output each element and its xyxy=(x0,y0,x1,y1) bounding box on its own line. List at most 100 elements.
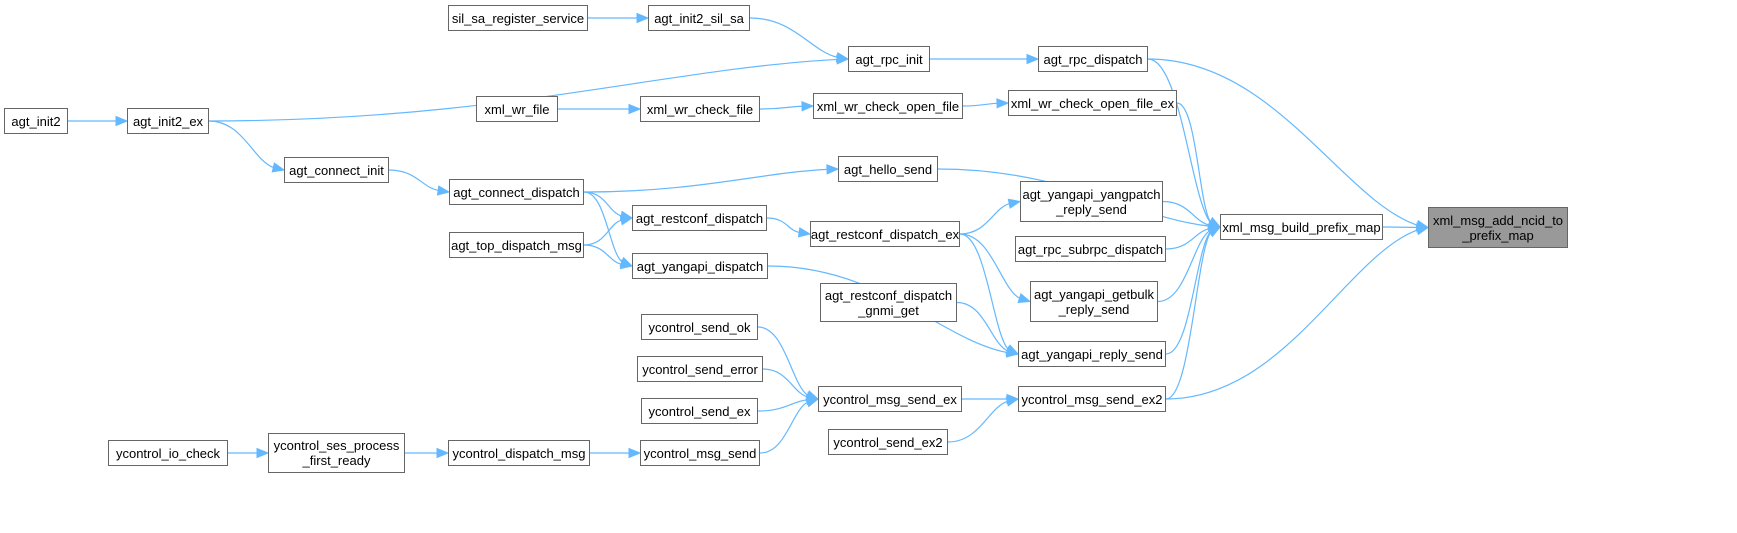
node-agt-init2-sil-sa[interactable]: agt_init2_sil_sa xyxy=(648,5,750,31)
node-agt-hello-send[interactable]: agt_hello_send xyxy=(838,156,938,182)
node-label: agt_init2 xyxy=(11,113,61,129)
node-agt-rpc-subrpc-dispatch[interactable]: agt_rpc_subrpc_dispatch xyxy=(1015,236,1166,262)
edge-agt_rpc_subrpc_dispatch-to-xml_msg_build_prefix_map xyxy=(1165,228,1210,250)
node-xml-wr-file[interactable]: xml_wr_file xyxy=(476,96,558,122)
node-label: ycontrol_ses_process xyxy=(273,438,400,453)
arrowhead-icon xyxy=(636,12,650,24)
edge-ycontrol_send_ex-to-ycontrol_msg_send_ex xyxy=(757,399,808,412)
edge-agt_init2_ex-to-agt_rpc_init xyxy=(208,58,838,122)
arrowhead-icon xyxy=(836,54,850,65)
node-ycontrol-send-ex2[interactable]: ycontrol_send_ex2 xyxy=(828,429,948,455)
arrowhead-icon xyxy=(1007,198,1022,209)
node-label: xml_wr_check_open_file_ex xyxy=(1010,95,1175,111)
node-agt-init2-ex[interactable]: agt_init2_ex xyxy=(127,108,209,134)
edge-agt_yangapi_reply_send-to-xml_msg_build_prefix_map xyxy=(1165,231,1211,355)
edge-agt_rpc_dispatch-to-xml_msg_build_prefix_map xyxy=(1147,58,1211,223)
node-label: agt_yangapi_dispatch xyxy=(636,258,764,274)
node-label: ycontrol_msg_send xyxy=(643,445,757,461)
arrowhead-icon xyxy=(436,185,451,196)
node-ycontrol-msg-send-ex[interactable]: ycontrol_msg_send_ex xyxy=(818,386,962,412)
edge-agt_connect_dispatch-to-agt_hello_send xyxy=(583,168,828,193)
node-label: agt_yangapi_getbulk xyxy=(1034,286,1154,302)
node-label: ycontrol_io_check xyxy=(115,445,221,461)
edge-agt_restconf_dispatch-to-agt_restconf_dispatch_ex xyxy=(766,217,800,234)
node-xml-wr-check-open-file-ex[interactable]: xml_wr_check_open_file_ex xyxy=(1008,90,1177,116)
arrowhead-icon xyxy=(271,162,286,173)
node-agt-init2[interactable]: agt_init2 xyxy=(4,108,68,134)
node-agt-yangapi-dispatch[interactable]: agt_yangapi_dispatch xyxy=(632,253,768,279)
node-ycontrol-ses-process-first-ready[interactable]: ycontrol_ses_process_first_ready xyxy=(268,433,405,473)
node-agt-yangapi-getbulk-reply-send[interactable]: agt_yangapi_getbulk_reply_send xyxy=(1030,281,1158,322)
node-agt-connect-dispatch[interactable]: agt_connect_dispatch xyxy=(449,179,584,205)
arrowhead-icon xyxy=(619,258,634,270)
node-label: agt_restconf_dispatch xyxy=(824,287,953,303)
node-agt-restconf-dispatch[interactable]: agt_restconf_dispatch xyxy=(632,205,767,231)
node-label: agt_hello_send xyxy=(843,161,933,177)
node-label: agt_connect_init xyxy=(289,162,384,178)
node-ycontrol-send-error[interactable]: ycontrol_send_error xyxy=(637,356,763,382)
arrowhead-icon xyxy=(628,447,642,459)
node-agt-rpc-init[interactable]: agt_rpc_init xyxy=(848,46,930,72)
edge-ycontrol_send_ex2-to-ycontrol_msg_send_ex2 xyxy=(947,400,1008,443)
arrowhead-icon xyxy=(256,447,270,459)
node-agt-connect-init[interactable]: agt_connect_init xyxy=(284,157,389,183)
edge-xml_wr_check_open_file_ex-to-xml_msg_build_prefix_map xyxy=(1176,102,1211,223)
edge-ycontrol_send_ok-to-ycontrol_msg_send_ex xyxy=(757,326,809,396)
edge-agt_init2_sil_sa-to-agt_rpc_init xyxy=(749,17,838,58)
node-sil-sa-register-service[interactable]: sil_sa_register_service xyxy=(448,5,588,31)
edge-ycontrol_msg_send_ex2-to-xml_msg_add_ncid_to_prefix_map xyxy=(1165,229,1418,400)
edge-agt_connect_init-to-agt_connect_dispatch xyxy=(388,169,439,192)
node-label: ycontrol_msg_send_ex2 xyxy=(1021,391,1163,407)
node-xml-msg-build-prefix-map[interactable]: xml_msg_build_prefix_map xyxy=(1220,214,1383,240)
edge-agt_init2_ex-to-agt_connect_init xyxy=(208,120,274,169)
node-label: ycontrol_dispatch_msg xyxy=(452,445,586,461)
edge-agt_rpc_dispatch-to-xml_msg_add_ncid_to_prefix_map xyxy=(1147,58,1418,226)
node-agt-rpc-dispatch[interactable]: agt_rpc_dispatch xyxy=(1038,46,1148,72)
node-agt-yangapi-yangpatch-reply-send[interactable]: agt_yangapi_yangpatch_reply_send xyxy=(1020,181,1163,222)
node-label: _reply_send xyxy=(1056,201,1127,217)
node-label: agt_yangapi_yangpatch xyxy=(1022,186,1161,202)
edge-agt_restconf_dispatch_ex-to-agt_yangapi_getbulk_reply_send xyxy=(959,233,1020,299)
arrowhead-icon xyxy=(1415,225,1430,236)
node-label: agt_restconf_dispatch_ex xyxy=(810,226,960,242)
node-label: xml_msg_build_prefix_map xyxy=(1222,219,1381,235)
node-label: agt_init2_sil_sa xyxy=(654,10,744,26)
arrowhead-icon xyxy=(628,103,642,115)
arrowhead-icon xyxy=(1026,53,1040,65)
node-label: _reply_send xyxy=(1058,301,1130,317)
node-ycontrol-send-ok[interactable]: ycontrol_send_ok xyxy=(641,314,758,340)
edge-agt_top_dispatch_msg-to-agt_yangapi_dispatch xyxy=(583,244,622,265)
edge-agt_connect_dispatch-to-agt_yangapi_dispatch xyxy=(583,191,623,263)
edge-ycontrol_msg_send-to-ycontrol_msg_send_ex xyxy=(759,401,808,454)
node-ycontrol-msg-send-ex2[interactable]: ycontrol_msg_send_ex2 xyxy=(1018,386,1166,412)
arrowhead-icon xyxy=(801,101,815,112)
node-xml-wr-check-open-file[interactable]: xml_wr_check_open_file xyxy=(813,93,963,119)
node-label: _prefix_map xyxy=(1462,227,1534,243)
arrowhead-icon xyxy=(1005,396,1020,407)
node-ycontrol-dispatch-msg[interactable]: ycontrol_dispatch_msg xyxy=(448,440,590,466)
arrowhead-icon xyxy=(619,215,634,226)
edge-ycontrol_send_error-to-ycontrol_msg_send_ex xyxy=(762,368,808,398)
node-agt-top-dispatch-msg[interactable]: agt_top_dispatch_msg xyxy=(449,232,584,258)
arrowhead-icon xyxy=(1207,226,1222,238)
edge-agt_top_dispatch_msg-to-agt_restconf_dispatch xyxy=(583,219,622,246)
node-agt-restconf-dispatch-gnmi-get[interactable]: agt_restconf_dispatch_gnmi_get xyxy=(820,283,957,322)
node-ycontrol-io-check[interactable]: ycontrol_io_check xyxy=(108,440,228,466)
node-label: ycontrol_send_error xyxy=(642,361,758,377)
node-label: ycontrol_send_ex xyxy=(648,403,751,419)
arrowhead-icon xyxy=(1017,293,1032,304)
edge-xml_wr_check_file-to-xml_wr_check_open_file xyxy=(759,105,803,110)
node-ycontrol-send-ex[interactable]: ycontrol_send_ex xyxy=(641,398,758,424)
node-ycontrol-msg-send[interactable]: ycontrol_msg_send xyxy=(640,440,760,466)
edge-agt_yangapi_yangpatch_reply_send-to-xml_msg_build_prefix_map xyxy=(1162,200,1210,226)
edge-agt_yangapi_getbulk_reply_send-to-xml_msg_build_prefix_map xyxy=(1157,230,1211,303)
node-label: agt_rpc_dispatch xyxy=(1043,51,1143,67)
edge-ycontrol_msg_send_ex2-to-xml_msg_build_prefix_map xyxy=(1165,232,1211,400)
node-label: agt_init2_ex xyxy=(132,113,204,129)
node-agt-yangapi-reply-send[interactable]: agt_yangapi_reply_send xyxy=(1018,341,1166,367)
node-agt-restconf-dispatch-ex[interactable]: agt_restconf_dispatch_ex xyxy=(810,221,960,247)
node-xml-wr-check-file[interactable]: xml_wr_check_file xyxy=(640,96,760,122)
arrowhead-icon xyxy=(797,227,812,238)
node-xml-msg-add-ncid-to-prefix-map: xml_msg_add_ncid_to_prefix_map xyxy=(1428,207,1568,248)
